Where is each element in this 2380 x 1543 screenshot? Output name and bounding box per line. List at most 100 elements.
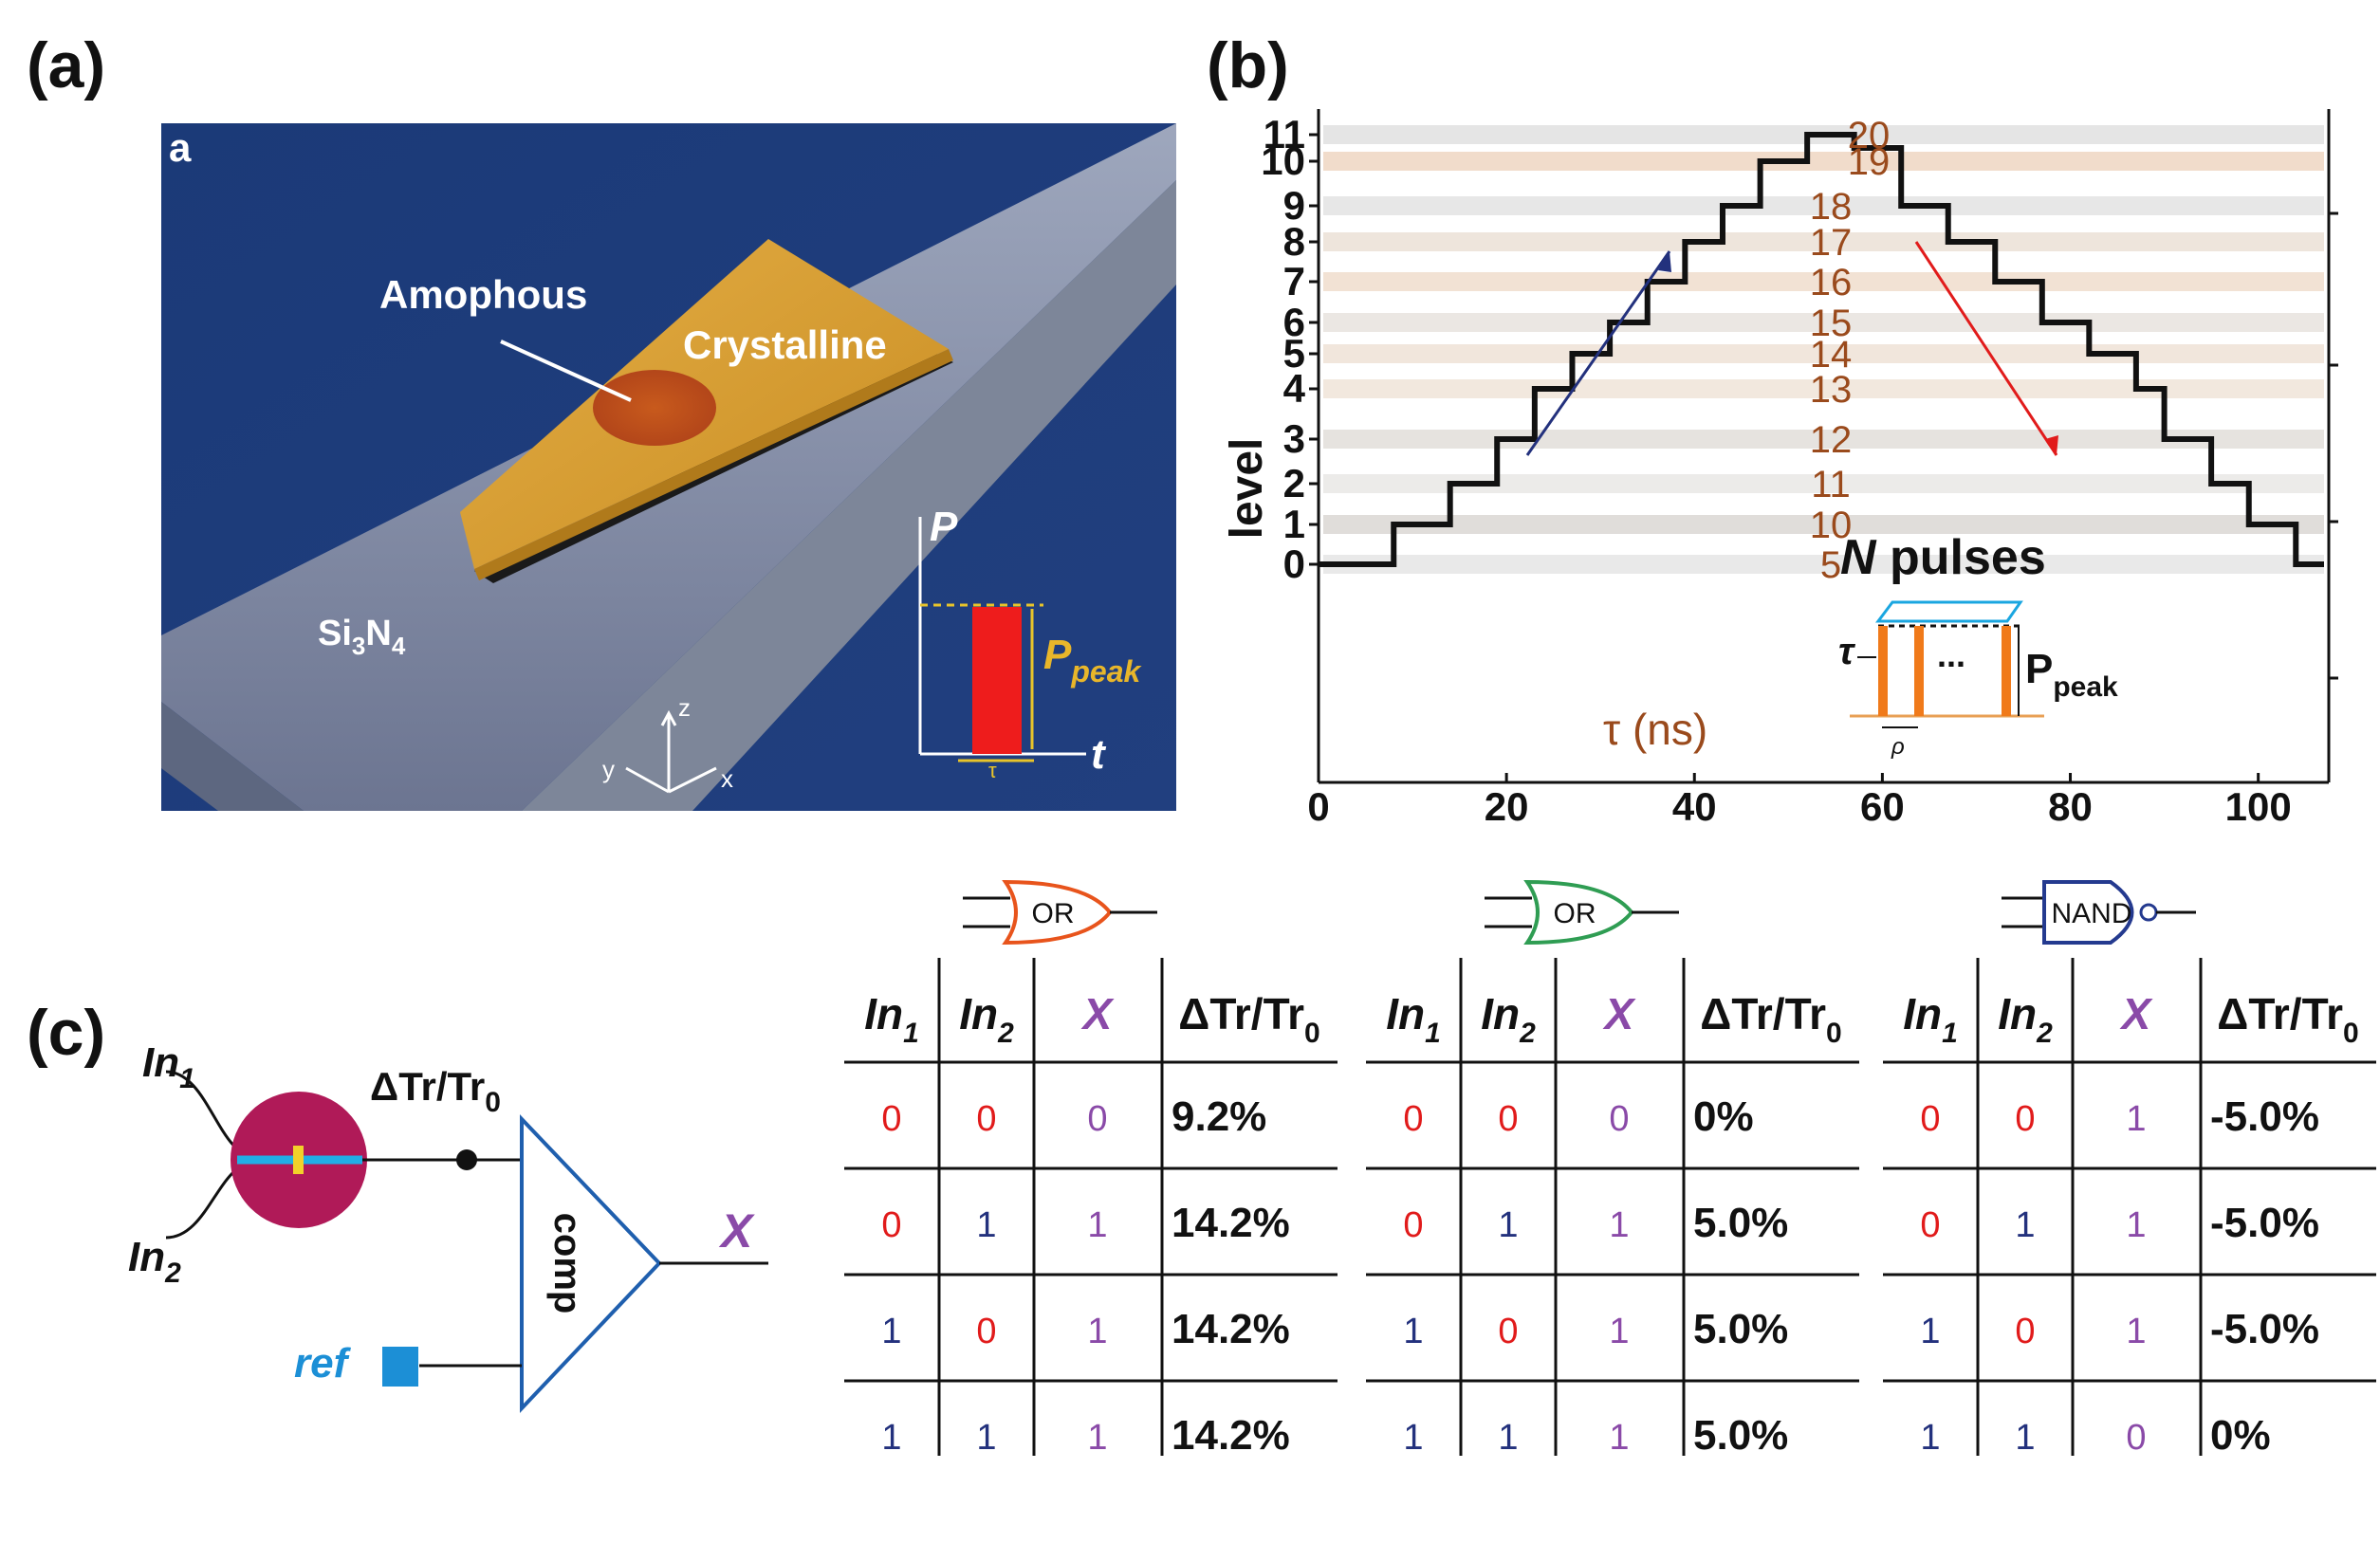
chart-frame (1317, 109, 2338, 784)
cell-in1: 0 (881, 1205, 901, 1245)
cell-in2: 0 (1498, 1312, 1518, 1351)
y-axis-label: level (1224, 438, 1272, 540)
in1-label: In1 (142, 1039, 195, 1094)
delta-label: ΔTr/Tr0 (370, 1064, 501, 1118)
band-value: 14 (1810, 334, 1853, 376)
cell-x: 1 (1087, 1205, 1107, 1245)
band-value: 18 (1810, 186, 1853, 228)
cell-in2: 0 (2015, 1099, 2035, 1139)
band-value: 10 (1810, 505, 1853, 546)
x-tick-label: 20 (1485, 784, 1529, 829)
header-in1: In1 (1386, 989, 1441, 1049)
panel-label-b: (b) (1207, 29, 1289, 101)
tau-ns-label: τ (ns) (1603, 705, 1707, 754)
cell-x: 0 (1609, 1099, 1629, 1139)
cell-in1: 0 (1403, 1205, 1423, 1245)
x-output-label: X (718, 1204, 755, 1258)
header-delta: ΔTr/Tr0 (2217, 989, 2358, 1049)
pulses-bracket (1875, 600, 2023, 623)
cell-delta: 5.0% (1693, 1306, 1788, 1352)
waveguide-ridge (161, 702, 304, 811)
pulse-ppeak-label: Ppeak (1043, 632, 1143, 689)
cell-in1: 1 (1920, 1418, 1940, 1456)
cell-delta: 5.0% (1693, 1200, 1788, 1246)
pulse-p-label: P (930, 504, 958, 550)
decrease-arrow (1914, 241, 2058, 456)
gate-label: OR (1032, 898, 1075, 929)
pulse-inset (918, 517, 1086, 762)
cell-in1: 0 (1920, 1099, 1940, 1139)
inset-pulse-1 (1878, 626, 1888, 716)
gate-symbol: OR (963, 879, 1157, 946)
pulses-inset: N pulses τ ... Ppeak ρ (1838, 530, 2118, 760)
level-band (1323, 515, 2324, 534)
y-tick-label: 3 (1283, 416, 1305, 461)
crystalline-label: Crystalline (683, 322, 887, 367)
cell-in2: 1 (2015, 1418, 2035, 1456)
comparator-circuit: comp In1 In2 ΔTr/Tr0 ref X (128, 1039, 768, 1414)
ref-label: ref (294, 1340, 352, 1387)
gate-label: OR (1554, 898, 1596, 929)
cell-in2: 0 (976, 1312, 996, 1351)
pcm-patch-edge (474, 349, 953, 580)
cell-x: 0 (1087, 1099, 1107, 1139)
increase-arrow-head (1658, 251, 1671, 272)
cell-x: 1 (1087, 1312, 1107, 1351)
amorphous-label: Amophous (379, 272, 587, 317)
band-value: 17 (1810, 222, 1853, 264)
cell-in2: 1 (976, 1418, 996, 1456)
band-value: 16 (1810, 262, 1853, 303)
y-tick-label: 9 (1283, 183, 1305, 228)
y-tick-label: 5 (1283, 331, 1305, 376)
cell-x: 0 (2126, 1418, 2146, 1456)
cell-in1: 1 (1920, 1312, 1940, 1351)
level-band (1323, 555, 2324, 574)
cell-in1: 1 (881, 1418, 901, 1456)
cell-in2: 0 (1498, 1099, 1518, 1139)
substrate-label: Si3N4 (318, 614, 406, 660)
output-node (456, 1149, 477, 1170)
cell-x: 1 (1087, 1418, 1107, 1456)
y-tick-label: 7 (1283, 259, 1305, 303)
cell-delta: -5.0% (2210, 1200, 2319, 1246)
y-tick-label: 11 (1264, 112, 1305, 156)
comparator-label: comp (546, 1213, 588, 1314)
device-schematic: a Amophous Crystalline Si3N4 z y x P t P… (161, 123, 1176, 811)
x-tick-label: 80 (2048, 784, 2093, 829)
cell-delta: 0% (2210, 1412, 2271, 1456)
cell-in2: 0 (2015, 1312, 2035, 1351)
waveguide-side-face (522, 180, 1176, 811)
axis-z: z (678, 693, 691, 722)
band-value: 19 (1848, 141, 1891, 183)
panel-label-a: (a) (27, 29, 106, 101)
cell-x: 1 (1609, 1418, 1629, 1456)
header-x: X (2119, 989, 2153, 1038)
header-in2: In2 (1998, 989, 2053, 1049)
band-value: 15 (1810, 303, 1853, 344)
pulse-bar (972, 607, 1022, 754)
cell-delta: -5.0% (2210, 1093, 2319, 1140)
cell-in1: 1 (1403, 1418, 1423, 1456)
header-in1: In1 (864, 989, 919, 1049)
x-tick-label: 40 (1672, 784, 1717, 829)
in2-label: In2 (128, 1234, 181, 1289)
cell-in1: 1 (881, 1312, 901, 1351)
y-tick-label: 6 (1283, 300, 1305, 344)
cell-delta: 14.2% (1172, 1200, 1290, 1246)
inset-rho: ρ (1891, 734, 1905, 760)
level-band (1323, 232, 2324, 251)
inset-tau: τ (1838, 631, 1856, 672)
level-band (1323, 152, 2324, 171)
cell-in1: 0 (1920, 1205, 1940, 1245)
level-band (1323, 313, 2324, 332)
pulses-title: N pulses (1840, 530, 2046, 585)
level-band (1323, 196, 2324, 215)
cell-in2: 1 (1498, 1418, 1518, 1456)
inset-ppeak: Ppeak (2025, 646, 2118, 703)
